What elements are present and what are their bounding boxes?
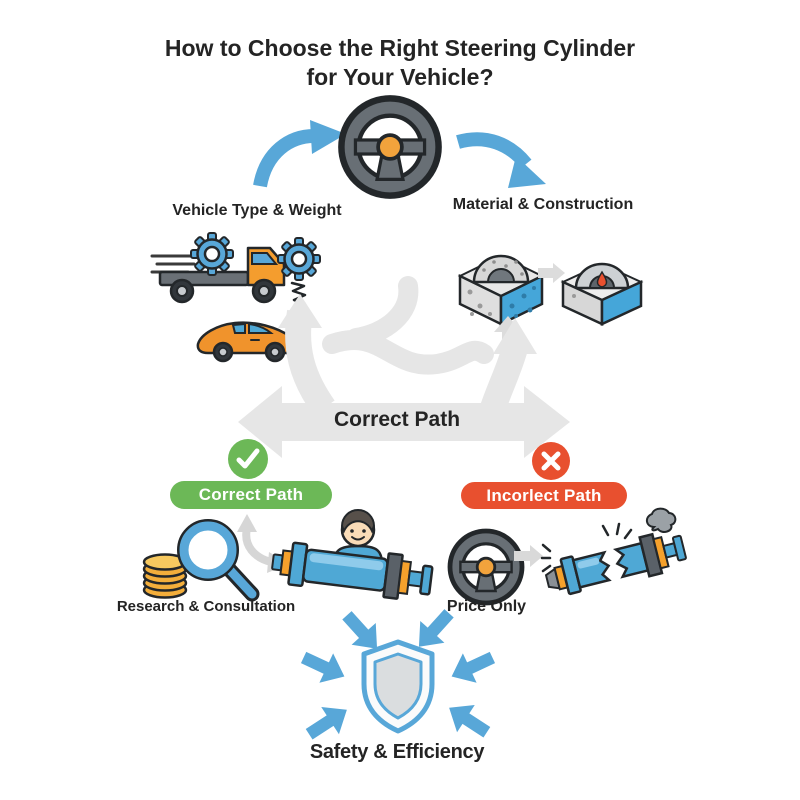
smoke-icon	[646, 507, 677, 533]
crack-lines	[540, 522, 633, 573]
gear-icon	[189, 231, 235, 277]
curved-arrow-right-icon	[456, 132, 546, 188]
broken-cylinder-icon	[540, 507, 687, 596]
material-construction-label: Material & Construction	[452, 196, 634, 213]
safety-efficiency-label: Safety & Efficiency	[309, 741, 485, 763]
flow-arrows-icon	[238, 276, 570, 458]
mechanic-cylinder-icon	[271, 509, 434, 600]
tow-truck-icon	[150, 231, 286, 304]
page-title: How to Choose the Right Steering Cylinde…	[0, 34, 800, 92]
flow-center-label: Correct Path	[333, 408, 461, 431]
vehicle-type-label: Vehicle Type & Weight	[172, 202, 342, 219]
check-circle-icon	[228, 439, 268, 479]
arrow-right-icon	[538, 263, 565, 283]
incorrect-path-badge: Incorlect Path	[461, 482, 627, 509]
solid-block-icon	[560, 262, 644, 326]
steering-cylinder-icon	[271, 541, 434, 600]
gear-spring-icon	[276, 236, 322, 305]
arrow-right-gray-icon	[514, 545, 543, 567]
coins-magnifier-icon	[142, 519, 260, 602]
curved-arrow-left-icon	[253, 120, 346, 188]
page-title-line1: How to Choose the Right Steering Cylinde…	[164, 35, 636, 61]
steering-wheel-icon	[336, 93, 444, 201]
sports-car-icon	[196, 321, 300, 363]
porous-block-icon	[457, 254, 545, 327]
page-title-line2: for Your Vehicle?	[306, 63, 494, 90]
x-circle-icon	[532, 442, 570, 480]
research-consultation-label: Research & Consultation	[116, 598, 296, 615]
price-only-label: Price Only	[446, 598, 527, 615]
correct-path-badge: Correct Path	[170, 481, 332, 509]
shield-icon	[296, 602, 500, 748]
